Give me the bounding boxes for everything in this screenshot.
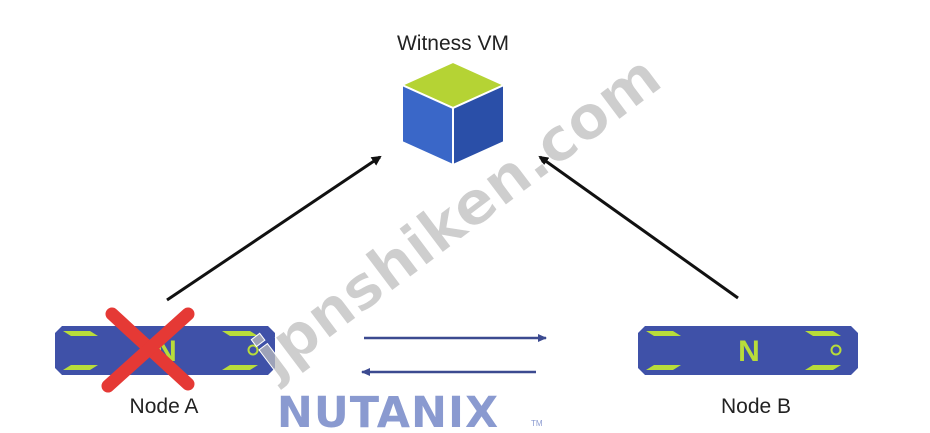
- cube-icon: [399, 60, 507, 167]
- node-a-label: Node A: [130, 395, 199, 418]
- node-b-led-icon: [830, 344, 842, 356]
- node-b-logo-letter: N: [738, 335, 760, 368]
- node-b-to-witness-arrow: [538, 155, 739, 300]
- nutanix-logo-text: NUTANIX: [277, 388, 499, 433]
- node-b-label: Node B: [721, 395, 791, 418]
- node-b-chevrons: [646, 331, 841, 370]
- nutanix-logo-tm: TM: [531, 419, 543, 428]
- nutanix-logo: NUTANIX TM: [277, 388, 543, 433]
- witness-vm-label: Witness VM: [397, 32, 509, 55]
- node-a-chevrons: [63, 331, 258, 370]
- node-a-led-icon: [247, 344, 259, 356]
- node-b: N: [638, 326, 858, 375]
- node-a-to-witness-arrow: [166, 155, 382, 302]
- red-x-icon: [101, 307, 195, 393]
